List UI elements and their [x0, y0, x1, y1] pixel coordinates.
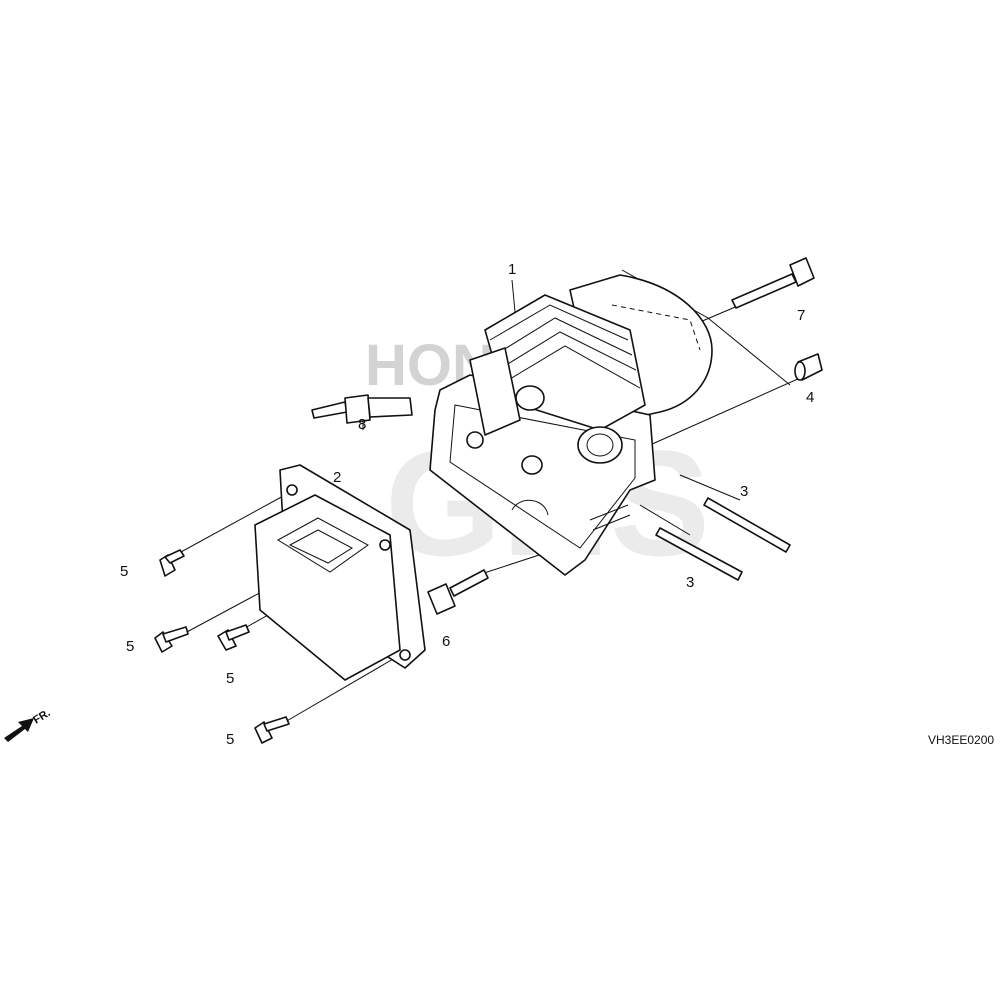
callout-3b: 3 — [686, 574, 694, 591]
head-bolt-head — [789, 257, 815, 287]
cover-recess — [277, 517, 369, 573]
cylinder-head — [429, 274, 713, 576]
flange-bolt — [427, 569, 489, 615]
spark-plug-boss — [577, 426, 623, 464]
cover-recess-inner — [288, 529, 354, 564]
head-cover — [254, 464, 426, 681]
callout-5d: 5 — [226, 731, 234, 748]
cover-hole-1 — [286, 484, 298, 496]
cover-bolt-c — [217, 624, 250, 651]
callout-2: 2 — [333, 469, 341, 486]
cover-bolt-b — [154, 626, 189, 653]
rocker-boss — [515, 385, 545, 411]
fin-4 — [499, 345, 641, 389]
dowel-pin — [794, 353, 823, 381]
stud-bolt-lower — [655, 527, 743, 581]
leader-1b — [511, 279, 516, 313]
callout-5a: 5 — [120, 563, 128, 580]
valve-housing — [469, 347, 521, 436]
spark-plug — [311, 394, 413, 424]
cover-hole-3 — [399, 649, 411, 661]
callout-5b: 5 — [126, 638, 134, 655]
stud-hole-2 — [466, 431, 484, 449]
callout-4: 4 — [806, 389, 814, 406]
front-direction-indicator: FR. — [4, 707, 53, 742]
leader-7 — [699, 304, 741, 323]
spark-plug-hole — [586, 433, 614, 457]
barrel-hidden-line — [611, 304, 701, 351]
spark-plug-hex — [344, 394, 371, 424]
leader-3a — [679, 474, 741, 501]
callout-8: 8 — [358, 416, 366, 433]
spark-plug-insulator — [367, 397, 413, 418]
callout-6: 6 — [442, 633, 450, 650]
stud-bolt-upper — [703, 497, 791, 553]
callout-3a: 3 — [740, 483, 748, 500]
fin-1 — [489, 304, 629, 341]
callout-labels: 1 2 3 3 4 5 5 5 5 6 7 8 — [120, 261, 814, 748]
dowel-pin-end — [794, 361, 806, 381]
cover-bolt-a — [159, 549, 185, 577]
cover-bolt-d — [254, 716, 290, 744]
callout-5c: 5 — [226, 670, 234, 687]
head-bolt-shank — [731, 273, 797, 309]
front-arrow-icon — [4, 718, 34, 742]
front-label: FR. — [31, 707, 52, 727]
diagram-code: VH3EE0200 — [928, 733, 994, 747]
flange-bolt-shank — [449, 569, 489, 597]
flange-bolt-head — [427, 583, 456, 615]
leader-5b — [184, 589, 266, 634]
callout-1: 1 — [508, 261, 516, 278]
spark-plug-electrode — [311, 401, 348, 419]
cover-hole-2 — [379, 539, 391, 551]
fin-3 — [497, 331, 637, 371]
stud-bolts — [655, 497, 791, 581]
cover-body — [254, 494, 401, 681]
stud-hole-1 — [521, 455, 543, 475]
fin-2 — [494, 317, 633, 356]
head-bolt — [731, 257, 815, 309]
exhaust-detail — [589, 504, 631, 531]
port-curve — [511, 500, 549, 516]
leader-4 — [649, 377, 801, 446]
cover-bolts — [154, 549, 290, 744]
leader-3b — [639, 504, 691, 536]
callout-7: 7 — [797, 307, 805, 324]
leader-5a — [169, 494, 286, 559]
leader-5d — [284, 654, 401, 723]
